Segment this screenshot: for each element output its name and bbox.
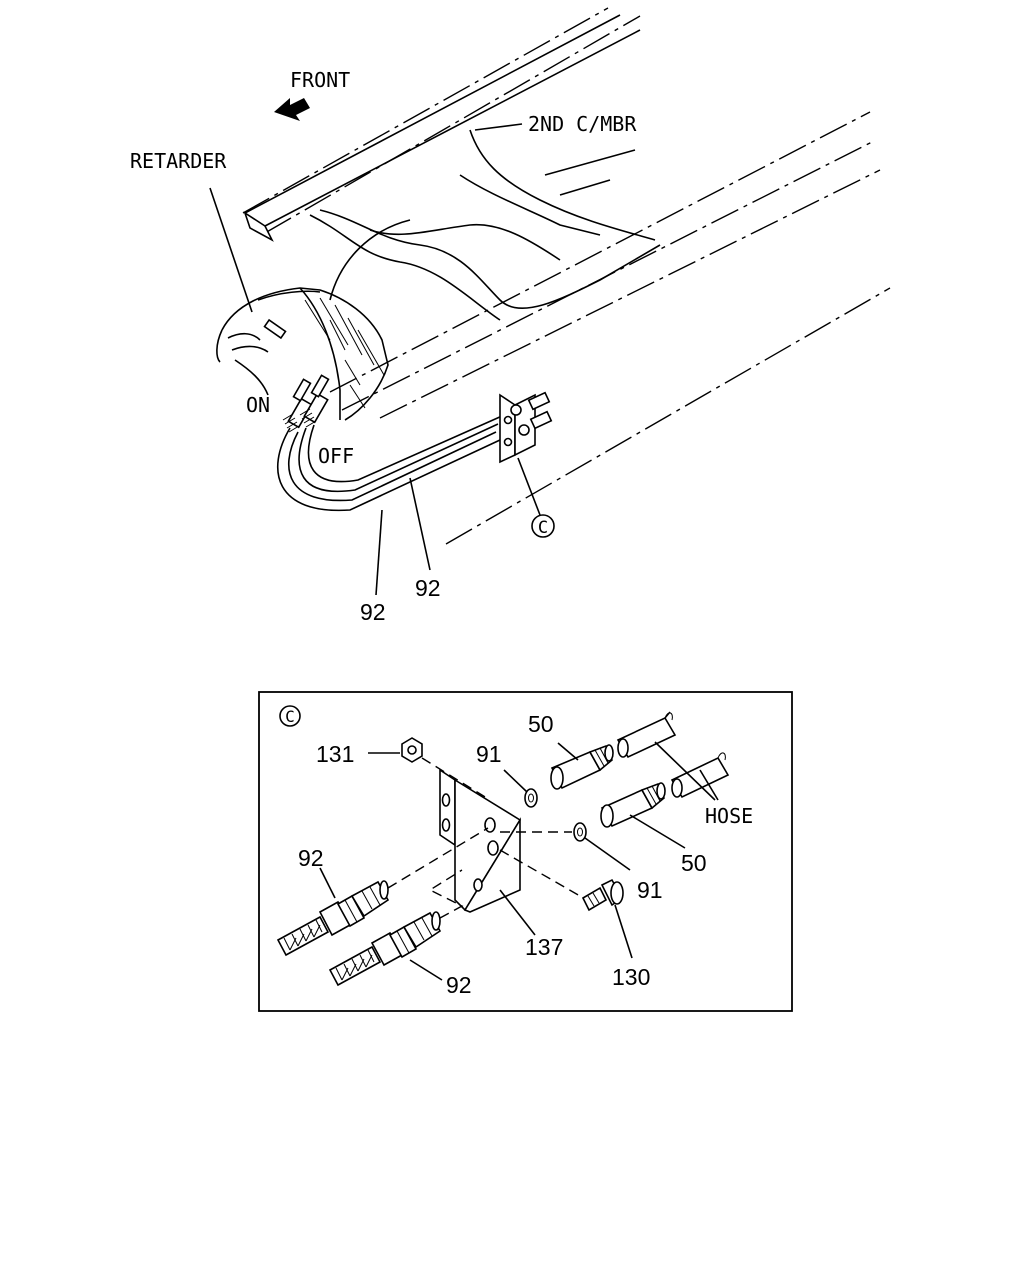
- retarder-housing: [216, 287, 389, 421]
- washer-lower-callout: 91: [637, 877, 663, 903]
- hose-fitting-upper-callout: 92: [298, 845, 324, 871]
- hose-callout-left: 92: [360, 599, 386, 625]
- retarder-hoses: [277, 415, 503, 512]
- hose-fitting-92-lower: [328, 911, 442, 987]
- bolt-130: [581, 878, 624, 912]
- callout-c-circle: [531, 514, 555, 538]
- adapter-upper-callout: 50: [528, 711, 554, 737]
- adapter-lower-callout: 50: [681, 850, 707, 876]
- view-marker-label: C: [285, 707, 295, 726]
- nut-callout: 131: [316, 741, 354, 767]
- callout-c-label: C: [538, 518, 548, 538]
- front-label: FRONT: [290, 68, 350, 92]
- detail-view-c: C 131 137 91 91: [258, 691, 793, 1012]
- view-marker-circle: [279, 705, 301, 727]
- washer-91-lower: [573, 822, 587, 842]
- bolt-callout: 130: [612, 964, 650, 990]
- nut-131: [401, 737, 423, 763]
- hose-fitting-92-upper: [276, 880, 390, 957]
- hose-callout-right: 92: [415, 575, 441, 601]
- bracket-callout: 137: [525, 934, 563, 960]
- on-label: ON: [246, 393, 270, 417]
- crossmember-label: 2ND C/MBR: [528, 112, 637, 136]
- detail-frame: [258, 691, 793, 1012]
- off-label: OFF: [318, 444, 354, 468]
- hose-fitting-lower-callout: 92: [446, 972, 472, 998]
- bracket-assembly: [499, 391, 553, 464]
- hose-label: HOSE: [705, 804, 753, 828]
- valve-fittings: [282, 374, 330, 433]
- adapter-50-lower: [600, 782, 666, 828]
- hose-ends: [616, 711, 730, 799]
- washer-91-upper: [524, 788, 538, 808]
- front-arrow-icon: [274, 98, 310, 121]
- adapter-50-upper: [550, 744, 614, 790]
- overview-illustration: FRONT 2ND C/MBR: [130, 7, 891, 625]
- retarder-label: RETARDER: [130, 149, 227, 173]
- bracket-137: [439, 768, 522, 913]
- washer-upper-callout: 91: [476, 741, 502, 767]
